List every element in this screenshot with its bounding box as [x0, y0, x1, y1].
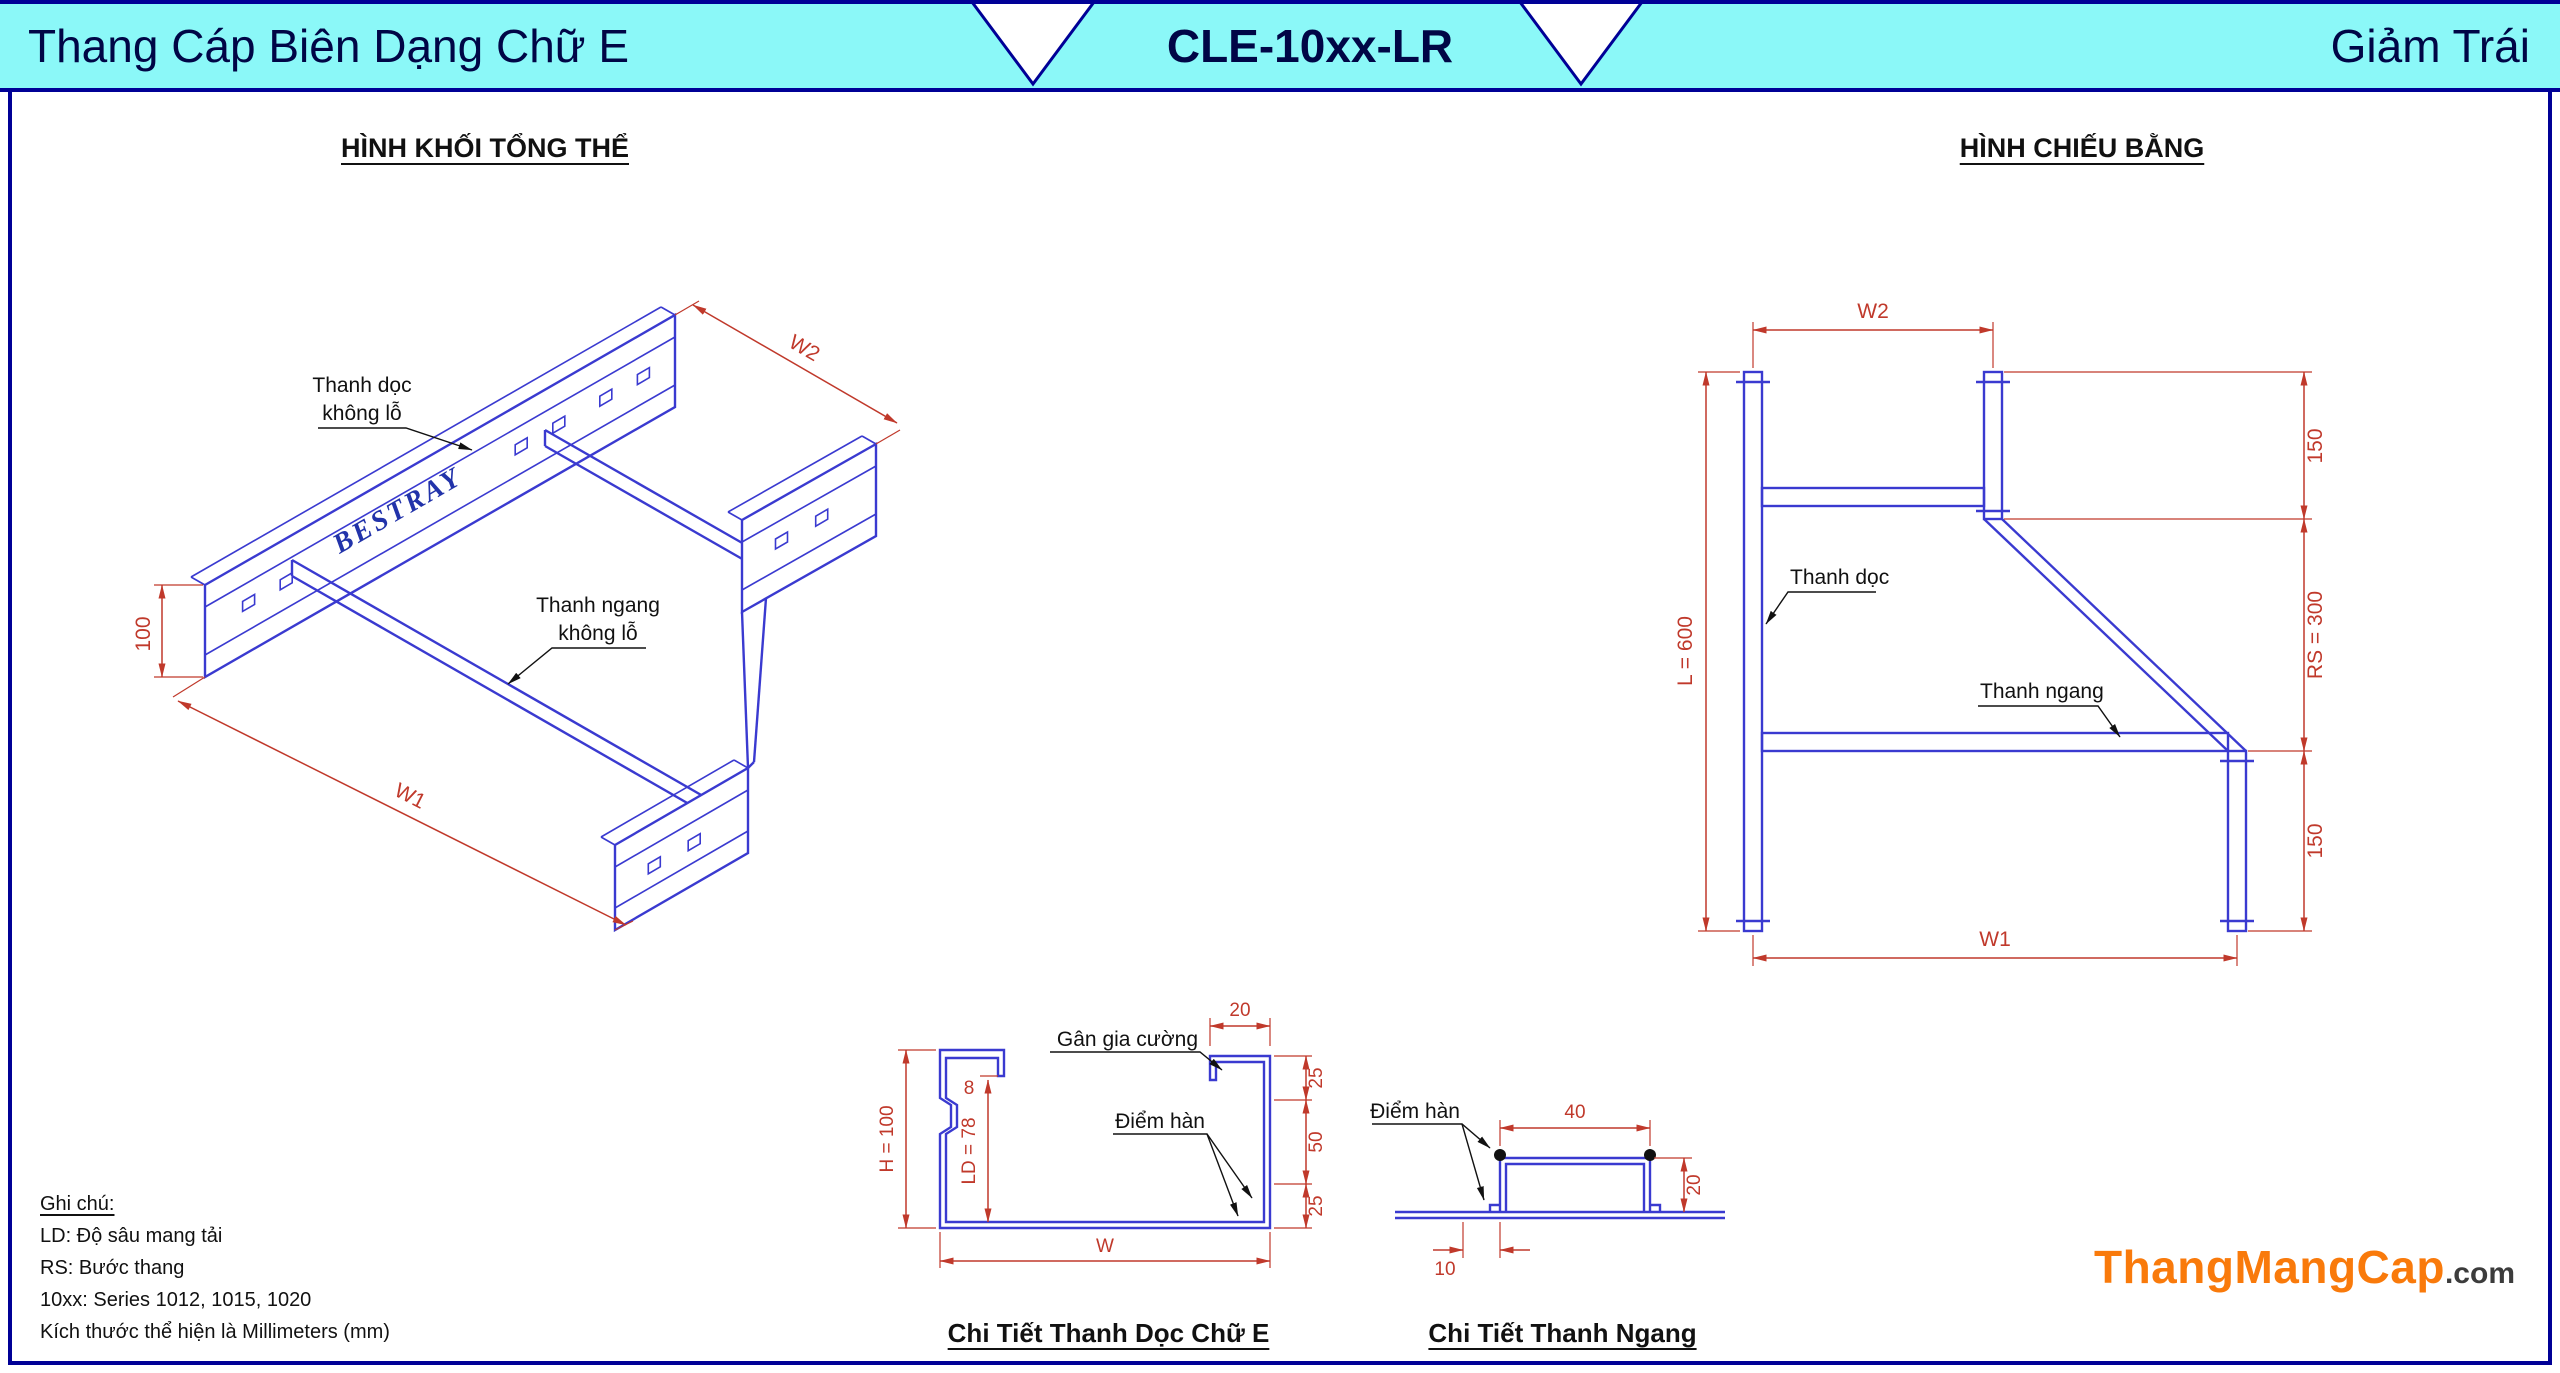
brand-logo: ThangMangCap.com: [2094, 1240, 2515, 1294]
note-line: LD: Độ sâu mang tải: [40, 1225, 223, 1247]
brand-logo-text: ThangMangCap: [2093, 1241, 2445, 1293]
brand-logo-tld: .com: [2444, 1257, 2515, 1290]
rung-detail-title: Chi Tiết Thanh Ngang: [1428, 1318, 1697, 1348]
variant-label: Giảm Trái: [2330, 20, 2530, 72]
product-code: CLE-10xx-LR: [1166, 20, 1454, 72]
separator-notch: [1519, 4, 1643, 87]
note-line: RS: Bước thang: [40, 1257, 185, 1279]
separator-notch: [971, 4, 1095, 87]
rail-detail-title: Chi Tiết Thanh Dọc Chữ E: [947, 1318, 1270, 1348]
note-line: Kích thước thể hiện là Millimeters (mm): [40, 1321, 390, 1343]
sheet-title: Thang Cáp Biên Dạng Chữ E: [28, 20, 630, 72]
notes-heading: Ghi chú:: [40, 1193, 115, 1215]
drawing-frame: [8, 92, 2552, 1365]
plan-view-title: HÌNH CHIẾU BẰNG: [1959, 133, 2205, 163]
note-line: 10xx: Series 1012, 1015, 1020: [40, 1289, 312, 1311]
title-bar: Thang Cáp Biên Dạng Chữ E CLE-10xx-LR Gi…: [0, 0, 2560, 92]
notes-block: Ghi chú: LD: Độ sâu mang tải RS: Bước th…: [40, 1193, 390, 1353]
iso-view-title: HÌNH KHỐI TỔNG THỂ: [341, 133, 629, 163]
